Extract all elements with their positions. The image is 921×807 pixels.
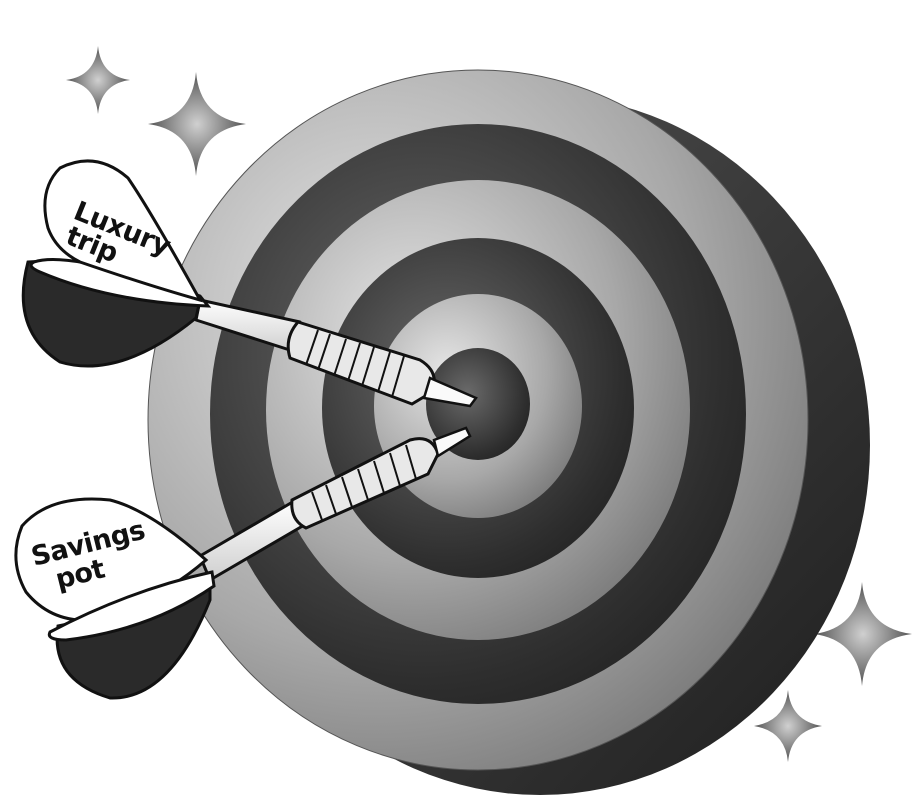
sparkle-icon <box>814 582 912 686</box>
dart-upper: Luxury trip <box>21 159 478 408</box>
sparkle-icon <box>148 72 246 176</box>
sparkle-icon <box>66 46 130 114</box>
dartboard <box>147 69 870 795</box>
dart-lower: Savings pot <box>14 426 472 700</box>
sparkle-icon <box>754 690 822 762</box>
